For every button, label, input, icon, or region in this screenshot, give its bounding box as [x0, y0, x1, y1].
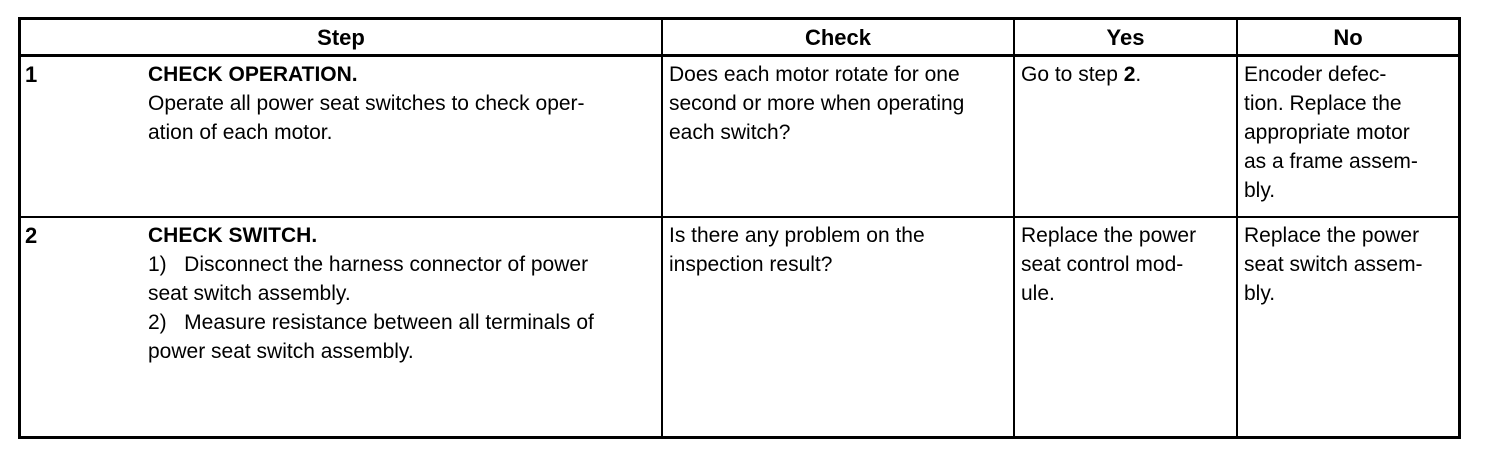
yes-action-period: .	[1135, 63, 1142, 86]
header-cell-check: Check	[663, 20, 1015, 57]
step-description: 1) Disconnect the harness connector of p…	[148, 253, 594, 363]
table-row-2-check-cell: Is there any problem on the inspection r…	[663, 218, 1015, 436]
diagnostic-table: Step Check Yes No 1 CHECK OPERATION. Ope…	[18, 17, 1461, 439]
header-no-label: No	[1333, 24, 1363, 50]
yes-action-text: Go to step	[1021, 63, 1124, 86]
header-yes-label: Yes	[1106, 24, 1145, 50]
header-check-label: Check	[804, 24, 872, 50]
step-number: 1	[25, 62, 38, 87]
step-description: Operate all power seat switches to check…	[148, 92, 585, 144]
header-cell-step: Step	[21, 20, 663, 57]
no-action: Replace the power seat switch assem- bly…	[1244, 224, 1423, 305]
header-cell-no: No	[1238, 20, 1458, 57]
yes-action: Go to step 2.	[1021, 60, 1230, 89]
step-number: 2	[25, 223, 38, 248]
yes-action-step-ref: 2	[1123, 63, 1136, 86]
header-step-label: Step	[317, 24, 365, 50]
yes-action: Replace the power seat control mod- ule.	[1021, 224, 1197, 305]
table-row-1-check-cell: Does each motor rotate for one second or…	[663, 57, 1015, 218]
table-row-1-no-cell: Encoder defec- tion. Replace the appropr…	[1238, 57, 1458, 218]
header-cell-yes: Yes	[1015, 20, 1238, 57]
table-row-1-yes-cell: Go to step 2.	[1015, 57, 1238, 218]
check-question: Is there any problem on the inspection r…	[669, 224, 925, 276]
step-title: CHECK SWITCH.	[148, 224, 318, 247]
table-row-1-step-cell: 1 CHECK OPERATION. Operate all power sea…	[21, 57, 663, 218]
table-row-2-step-cell: 2 CHECK SWITCH. 1) Disconnect the harnes…	[21, 218, 663, 436]
table-row-2-yes-cell: Replace the power seat control mod- ule.	[1015, 218, 1238, 436]
table-row-2-no-cell: Replace the power seat switch assem- bly…	[1238, 218, 1458, 436]
no-action: Encoder defec- tion. Replace the appropr…	[1244, 63, 1418, 202]
step-title: CHECK OPERATION.	[148, 63, 358, 86]
check-question: Does each motor rotate for one second or…	[669, 63, 965, 144]
